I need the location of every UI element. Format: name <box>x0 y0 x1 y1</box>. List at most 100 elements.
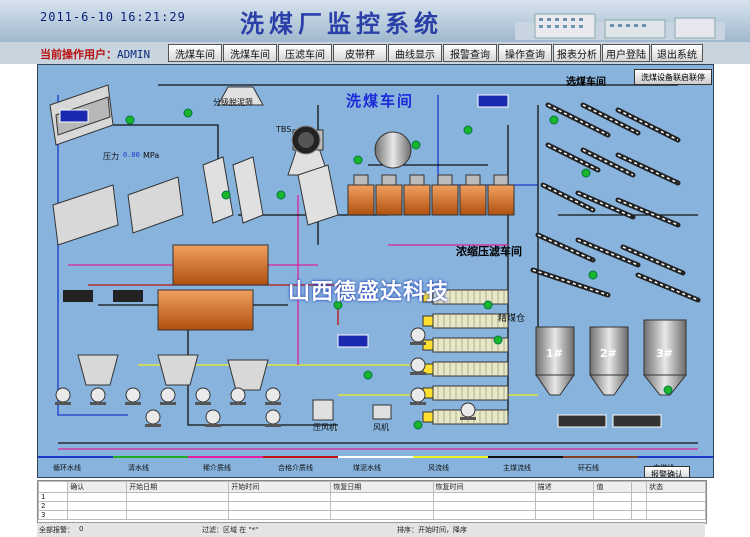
pump[interactable] <box>195 387 211 403</box>
pipe-legend-label: 矸石线 <box>578 463 599 472</box>
column-header[interactable]: 状态 <box>646 481 706 493</box>
flotation-motor <box>353 174 369 186</box>
table-row[interactable]: 2 <box>37 501 706 511</box>
menu-report[interactable]: 报表分析 <box>553 44 601 62</box>
menu-press-filter[interactable]: 压滤车间 <box>278 44 332 62</box>
flotation-motor <box>409 174 425 186</box>
pump-base <box>205 424 221 427</box>
status-indicator <box>588 270 598 280</box>
watermark: 山西德盛达科技 <box>288 280 450 305</box>
alarm-confirm-button[interactable]: 报警确认 <box>644 466 690 477</box>
flotation-motor <box>493 174 509 186</box>
bin-1-label: 1# <box>546 347 563 360</box>
filter-label: 过滤：区域 在 "*" <box>202 526 259 534</box>
flotation-cell[interactable] <box>487 184 515 216</box>
pump[interactable] <box>55 387 71 403</box>
pump-base <box>145 424 161 427</box>
classifier-label: 分级脱泥筛 <box>213 98 253 107</box>
column-header[interactable]: 值 <box>593 481 632 493</box>
filter-press-head <box>422 315 434 327</box>
flotation-cell[interactable] <box>459 184 487 216</box>
belt-scale-unit[interactable] <box>557 414 607 428</box>
menu-coal-washing-2[interactable]: 洗煤车间 <box>223 44 277 62</box>
status-indicator <box>413 420 423 430</box>
alarm-count-label: 全部报警： <box>39 526 74 534</box>
pump[interactable] <box>265 409 281 425</box>
pump[interactable] <box>410 327 426 343</box>
current-date: 2011-6-10 <box>40 10 115 24</box>
flotation-motor <box>437 174 453 186</box>
belt-rollers <box>537 234 594 261</box>
status-indicator <box>276 190 286 200</box>
pump[interactable] <box>460 402 476 418</box>
pump[interactable] <box>230 387 246 403</box>
menu-coal-washing[interactable]: 洗煤车间 <box>168 44 222 62</box>
conveyor-belt[interactable] <box>540 182 596 213</box>
conveyor-belt[interactable] <box>545 142 601 173</box>
flotation-cell[interactable] <box>431 184 459 216</box>
process-diagram: 循环水线清水线稀介质线合格介质线煤泥水线风流线主煤流线矸石线中煤线 <box>37 64 714 478</box>
belt-rollers <box>617 109 679 141</box>
menu-curves[interactable]: 曲线显示 <box>388 44 442 62</box>
status-indicator <box>483 300 493 310</box>
flotation-cell[interactable] <box>347 184 375 216</box>
pump[interactable] <box>265 387 281 403</box>
pump[interactable] <box>125 387 141 403</box>
linkage-start-stop-button[interactable]: 洗煤设备联启联停 <box>634 69 712 85</box>
status-indicator <box>411 140 421 150</box>
filter-press-head <box>422 411 434 423</box>
column-header[interactable]: 恢复时间 <box>432 481 536 493</box>
status-indicator <box>353 155 363 165</box>
column-header[interactable]: 开始时间 <box>228 481 332 493</box>
column-header[interactable] <box>630 481 648 493</box>
belt-scale-unit[interactable] <box>612 414 662 428</box>
current-time: 16:21:29 <box>120 10 186 24</box>
pump[interactable] <box>145 409 161 425</box>
belt-rollers <box>577 192 634 218</box>
pump-base <box>195 402 211 405</box>
flotation-cell[interactable] <box>375 184 403 216</box>
column-header[interactable]: 开始日期 <box>126 481 230 493</box>
status-indicator <box>125 115 135 125</box>
belt-rollers <box>617 154 679 184</box>
belt-rollers <box>582 104 639 134</box>
pipe-legend-label: 清水线 <box>128 463 149 472</box>
status-indicator <box>549 115 559 125</box>
table-row[interactable]: 1 <box>37 492 706 502</box>
column-header[interactable]: 确认 <box>67 481 128 493</box>
flotation-motor <box>381 174 397 186</box>
pump[interactable] <box>160 387 176 403</box>
bin-3-label: 3# <box>656 347 673 360</box>
main-menu: 洗煤车间洗煤车间压滤车间皮带秤曲线显示报警查询操作查询报表分析用户登陆退出系统 <box>168 44 704 62</box>
table-row[interactable]: 3 <box>37 510 706 520</box>
pump[interactable] <box>90 387 106 403</box>
status-indicator <box>333 300 343 310</box>
menu-operation-query[interactable]: 操作查询 <box>498 44 552 62</box>
menu-login[interactable]: 用户登陆 <box>602 44 650 62</box>
fan-label: 风机 <box>373 423 389 432</box>
section-title: 洗煤车间 <box>346 92 415 110</box>
conveyor-belt[interactable] <box>580 147 636 178</box>
pump-base <box>410 402 426 405</box>
user-name: ADMIN <box>117 48 151 61</box>
pump-base <box>230 402 246 405</box>
flotation-cell[interactable] <box>403 184 431 216</box>
pump[interactable] <box>410 357 426 373</box>
menu-alarm-query[interactable]: 报警查询 <box>443 44 497 62</box>
menu-exit[interactable]: 退出系统 <box>651 44 703 62</box>
current-user: 当前操作用户：ADMIN <box>40 46 150 62</box>
pump[interactable] <box>410 387 426 403</box>
status-indicator <box>463 125 473 135</box>
pipe-legend-label: 主煤流线 <box>503 463 531 472</box>
column-header[interactable]: 描述 <box>534 481 595 493</box>
pump-base <box>410 342 426 345</box>
pipe-legend-label: 稀介质线 <box>203 463 231 472</box>
process-diagram-svg: 循环水线清水线稀介质线合格介质线煤泥水线风流线主煤流线矸石线中煤线 <box>38 84 713 472</box>
pump[interactable] <box>205 409 221 425</box>
status-indicator <box>663 385 673 395</box>
tbs-label: TBS <box>276 125 292 134</box>
column-header[interactable]: 恢复日期 <box>330 481 434 493</box>
pressure-unit: MPa <box>143 151 160 160</box>
menu-belt-scale[interactable]: 皮带秤 <box>333 44 387 62</box>
status-indicator <box>581 168 591 178</box>
